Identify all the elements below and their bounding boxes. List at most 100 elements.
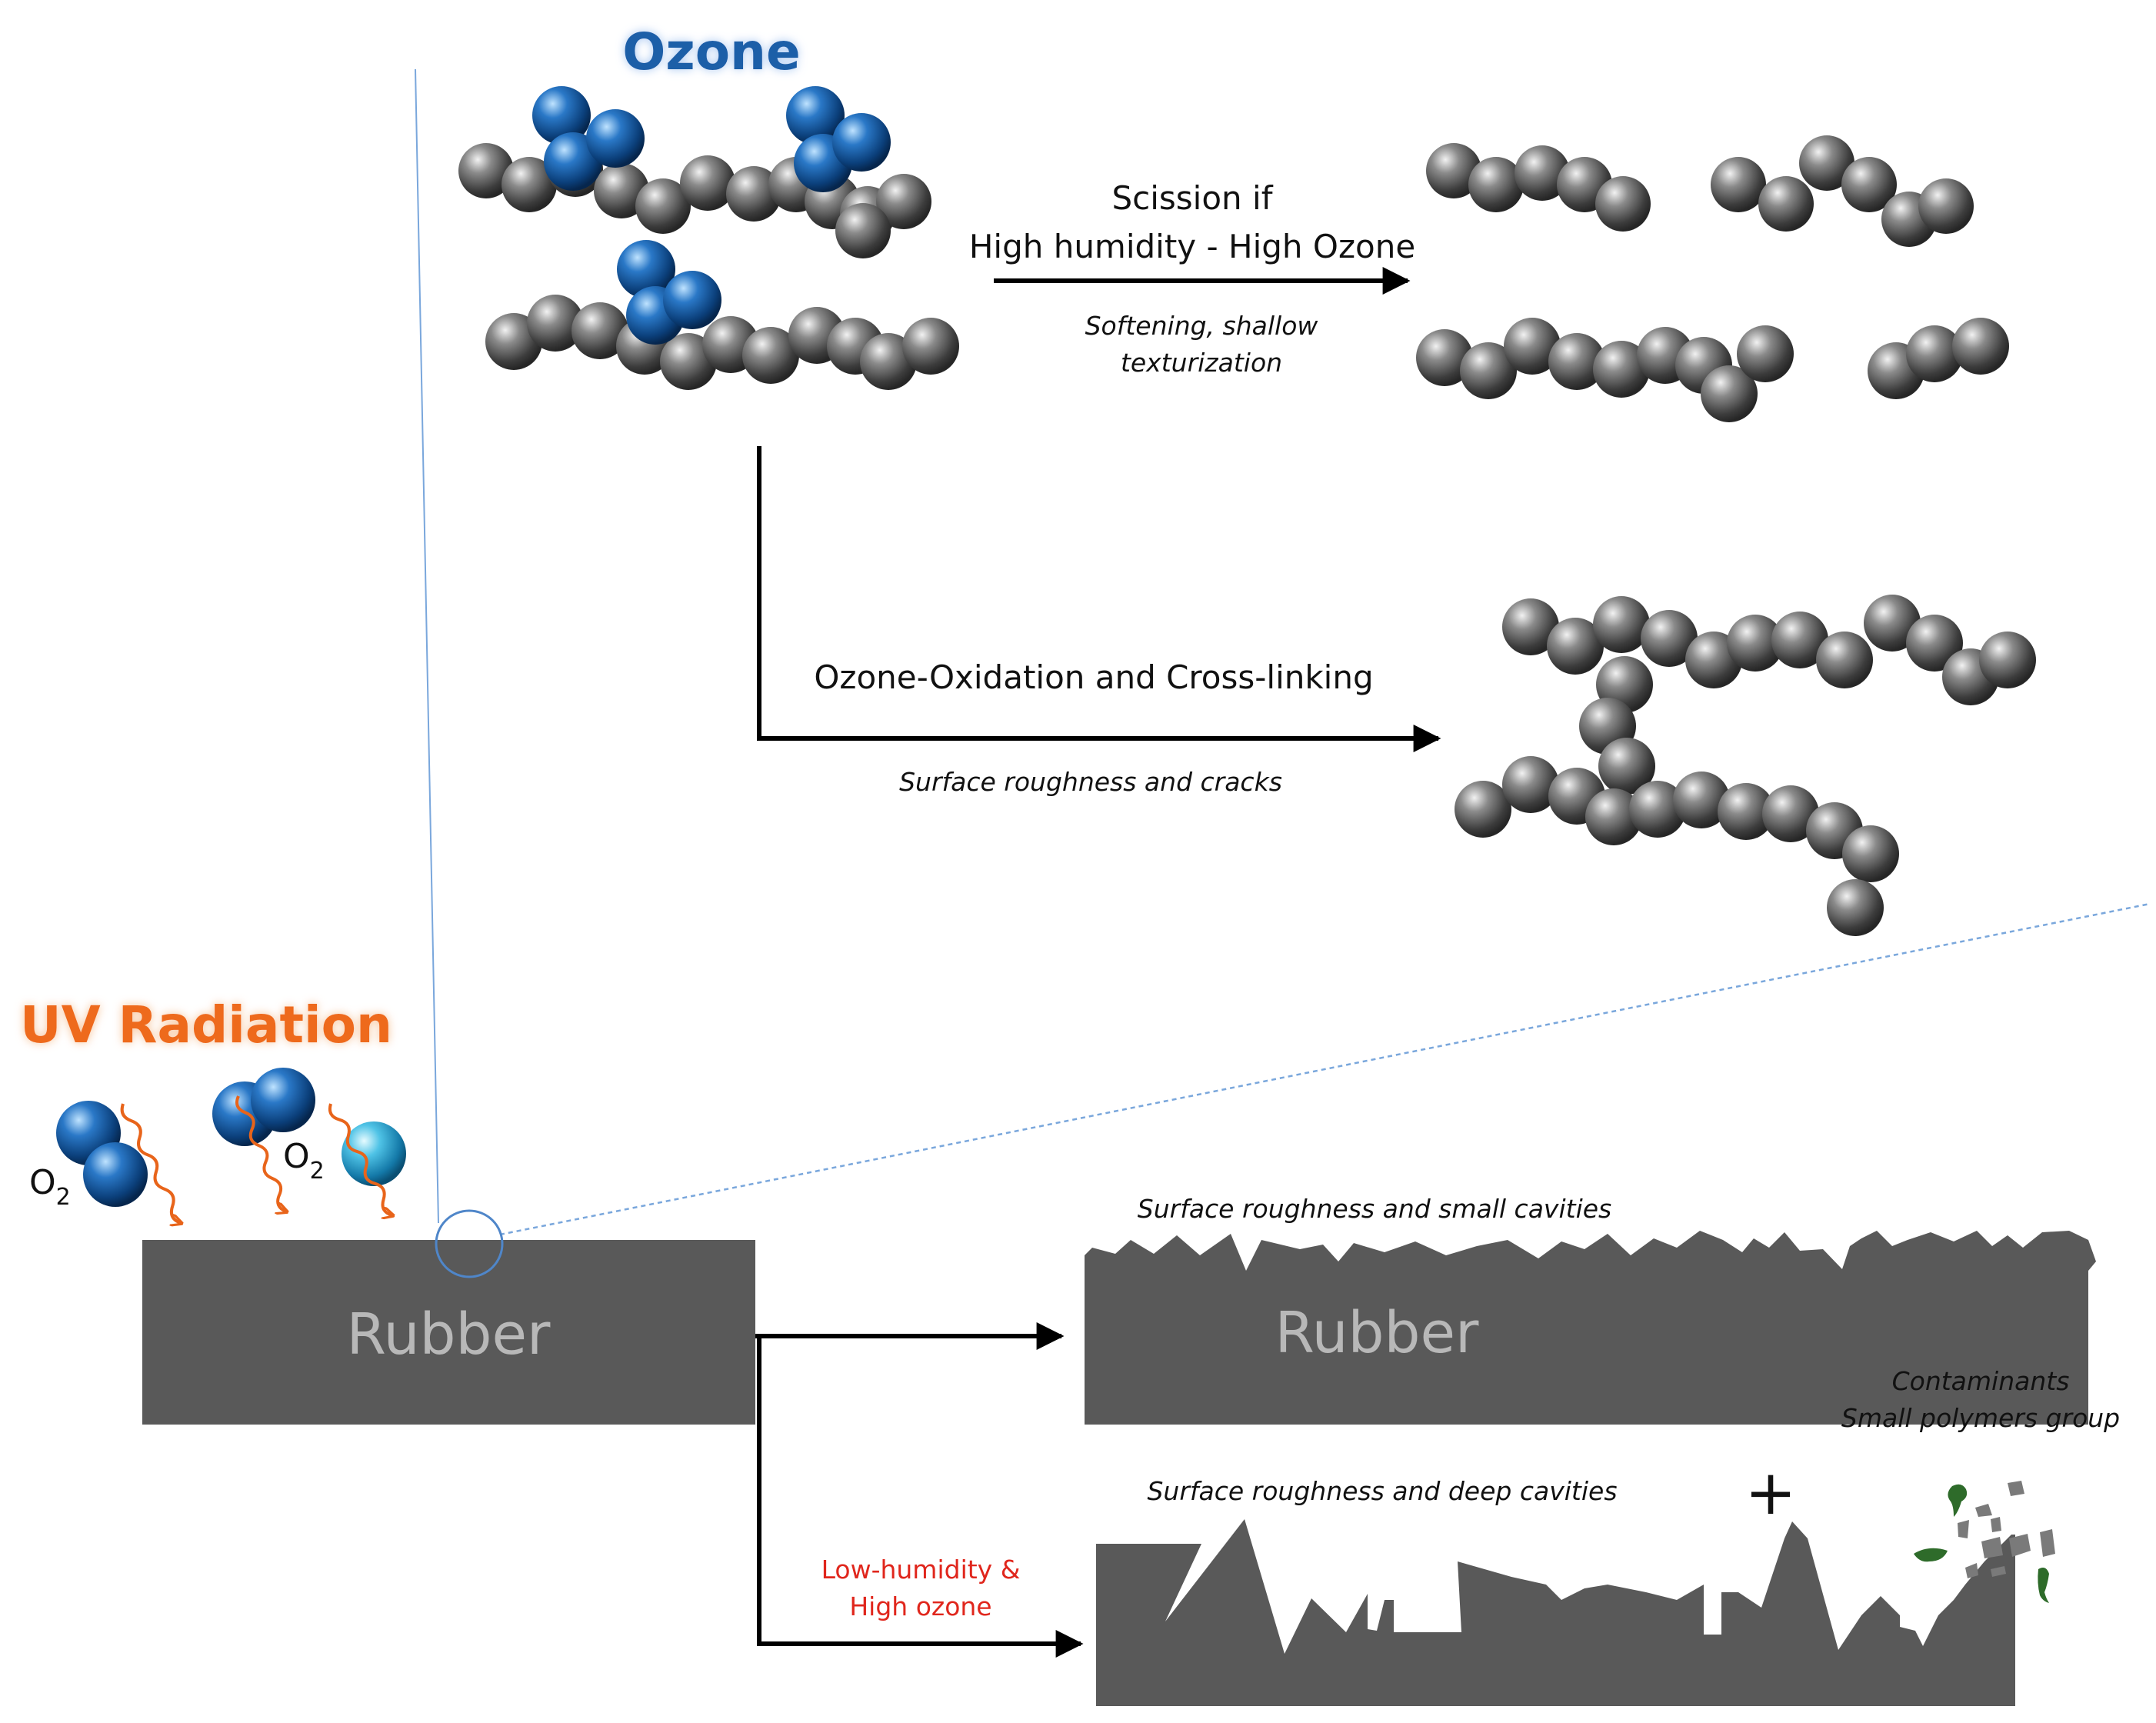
small-cavities-label: Surface roughness and small cavities <box>1138 1194 1611 1224</box>
softening-label-line2: texturization <box>1121 348 1282 378</box>
low-humidity-label-line1: Low-humidity & <box>821 1555 1021 1585</box>
contaminant-gray-5 <box>2009 1534 2031 1557</box>
polymer-ball <box>680 155 735 211</box>
crosslink-arrow <box>757 446 1441 752</box>
ozone-molecule-ball <box>663 271 721 329</box>
ozone-molecule-ball <box>532 86 591 145</box>
polymer-ball <box>876 174 931 229</box>
o2-ball <box>83 1142 148 1207</box>
scission-label-line2: High humidity - High Ozone <box>969 228 1415 265</box>
fragment-ball <box>1737 325 1794 382</box>
fragment-ball <box>1711 157 1766 212</box>
fragment-ball <box>1918 178 1974 234</box>
rubber-small-cavities <box>1085 1231 2096 1425</box>
deep-cavities-label: Surface roughness and deep cavities <box>1147 1476 1617 1506</box>
contaminant-particles <box>1914 1481 2055 1603</box>
contaminants-label-line1: Contaminants <box>1892 1366 2070 1396</box>
scission-fragment-chains <box>1416 135 2009 422</box>
crosslink-title: Ozone-Oxidation and Cross-linking <box>814 658 1373 696</box>
fragment-ball <box>1468 157 1524 212</box>
contaminant-gray-4 <box>1981 1537 2003 1558</box>
polymer-ball <box>571 302 628 359</box>
o2-label-right: O2 <box>283 1137 325 1185</box>
polymer-ball <box>527 295 584 352</box>
polymer-ball <box>726 166 781 222</box>
contaminant-green-2 <box>1914 1548 1948 1562</box>
zoom-guide-vertical <box>415 68 439 1224</box>
oxygen-molecules <box>56 1068 406 1207</box>
ozone-molecule-ball <box>832 113 891 172</box>
uv-radiation-title: UV Radiation <box>20 995 392 1055</box>
crosslink-ball <box>1673 772 1730 828</box>
uv-wave-arrow <box>328 1103 392 1215</box>
crosslink-ball <box>1641 610 1698 667</box>
zoom-guide-diagonal <box>499 902 2151 1236</box>
crosslink-ball <box>1864 595 1921 652</box>
crosslink-ball <box>1771 612 1828 668</box>
scission-label-line1: Scission if <box>1112 179 1274 217</box>
uv-wave-arrow <box>120 1103 181 1223</box>
rubber-block-label: Rubber <box>347 1301 551 1368</box>
crosslink-ball <box>1502 598 1559 655</box>
fragment-ball <box>1952 318 2009 375</box>
fragment-ball <box>1515 145 1570 201</box>
polymer-ball <box>594 163 649 218</box>
crosslink-ball <box>1547 618 1604 675</box>
polymer-ball <box>502 157 557 212</box>
rubber-arrow-lower <box>757 1336 1084 1658</box>
contaminant-green-1 <box>1948 1484 1968 1517</box>
crosslink-ball <box>1762 785 1819 842</box>
contaminant-gray-6 <box>2040 1529 2055 1557</box>
fragment-ball <box>1799 135 1854 191</box>
fragment-ball <box>1416 329 1473 386</box>
crosslink-ball <box>1629 781 1686 838</box>
crosslinked-polymer-network <box>1455 595 2036 936</box>
ozone-molecule-ball <box>617 240 675 298</box>
crosslink-ball <box>1842 825 1899 882</box>
fragment-ball <box>1593 341 1650 398</box>
crosslink-ball <box>1979 632 2036 688</box>
contaminant-gray-8 <box>1991 1566 2006 1577</box>
polymer-ball <box>458 143 514 198</box>
contaminant-gray-2 <box>2008 1481 2024 1496</box>
polymer-ball <box>635 178 691 234</box>
crosslink-ball <box>1502 756 1559 813</box>
ozone-molecule-ball <box>586 109 645 168</box>
crosslink-ball <box>1455 781 1511 838</box>
ozone-title: Ozone <box>622 22 801 82</box>
crosslink-ball <box>1718 783 1774 840</box>
o2-ball <box>342 1121 406 1186</box>
contaminant-green-3 <box>2038 1568 2049 1603</box>
uv-wave-arrow <box>235 1095 286 1211</box>
rubber-small-cavities-label: Rubber <box>1275 1300 1479 1366</box>
uv-radiation-waves <box>120 1095 392 1223</box>
fragment-ball <box>1701 365 1758 422</box>
ozone-polymer-chains <box>458 86 959 390</box>
crosslink-ball <box>1816 632 1873 688</box>
o2-label-left: O2 <box>29 1163 71 1211</box>
fragment-ball <box>1758 176 1814 232</box>
polymer-ball <box>902 318 959 375</box>
o2-ball <box>251 1068 315 1132</box>
ozone-molecule-ball <box>786 86 845 145</box>
contaminant-gray-7 <box>1965 1563 1978 1578</box>
low-humidity-label-line2: High ozone <box>849 1591 991 1621</box>
contaminants-label-line2: Small polymers group <box>1841 1403 2120 1433</box>
crosslink-subtitle: Surface roughness and cracks <box>899 767 1282 797</box>
crosslink-ball <box>1727 615 1784 672</box>
contaminant-gray-1 <box>1975 1504 1992 1517</box>
crosslink-ball <box>1598 738 1655 795</box>
crosslink-ball <box>1906 615 1963 672</box>
contaminant-gray-3 <box>1958 1520 1969 1538</box>
fragment-ball <box>1595 176 1651 232</box>
fragment-ball <box>1460 342 1517 399</box>
rubber-deep-cavities-shape <box>1096 1519 2015 1706</box>
fragment-ball <box>1548 333 1605 390</box>
contaminant-gray-9 <box>1991 1517 2001 1532</box>
fragment-ball <box>1841 157 1897 212</box>
crosslink-ball <box>1585 788 1642 845</box>
zoom-circle <box>435 1209 504 1278</box>
crosslink-ball <box>1827 879 1884 936</box>
fragment-ball <box>1426 143 1481 198</box>
